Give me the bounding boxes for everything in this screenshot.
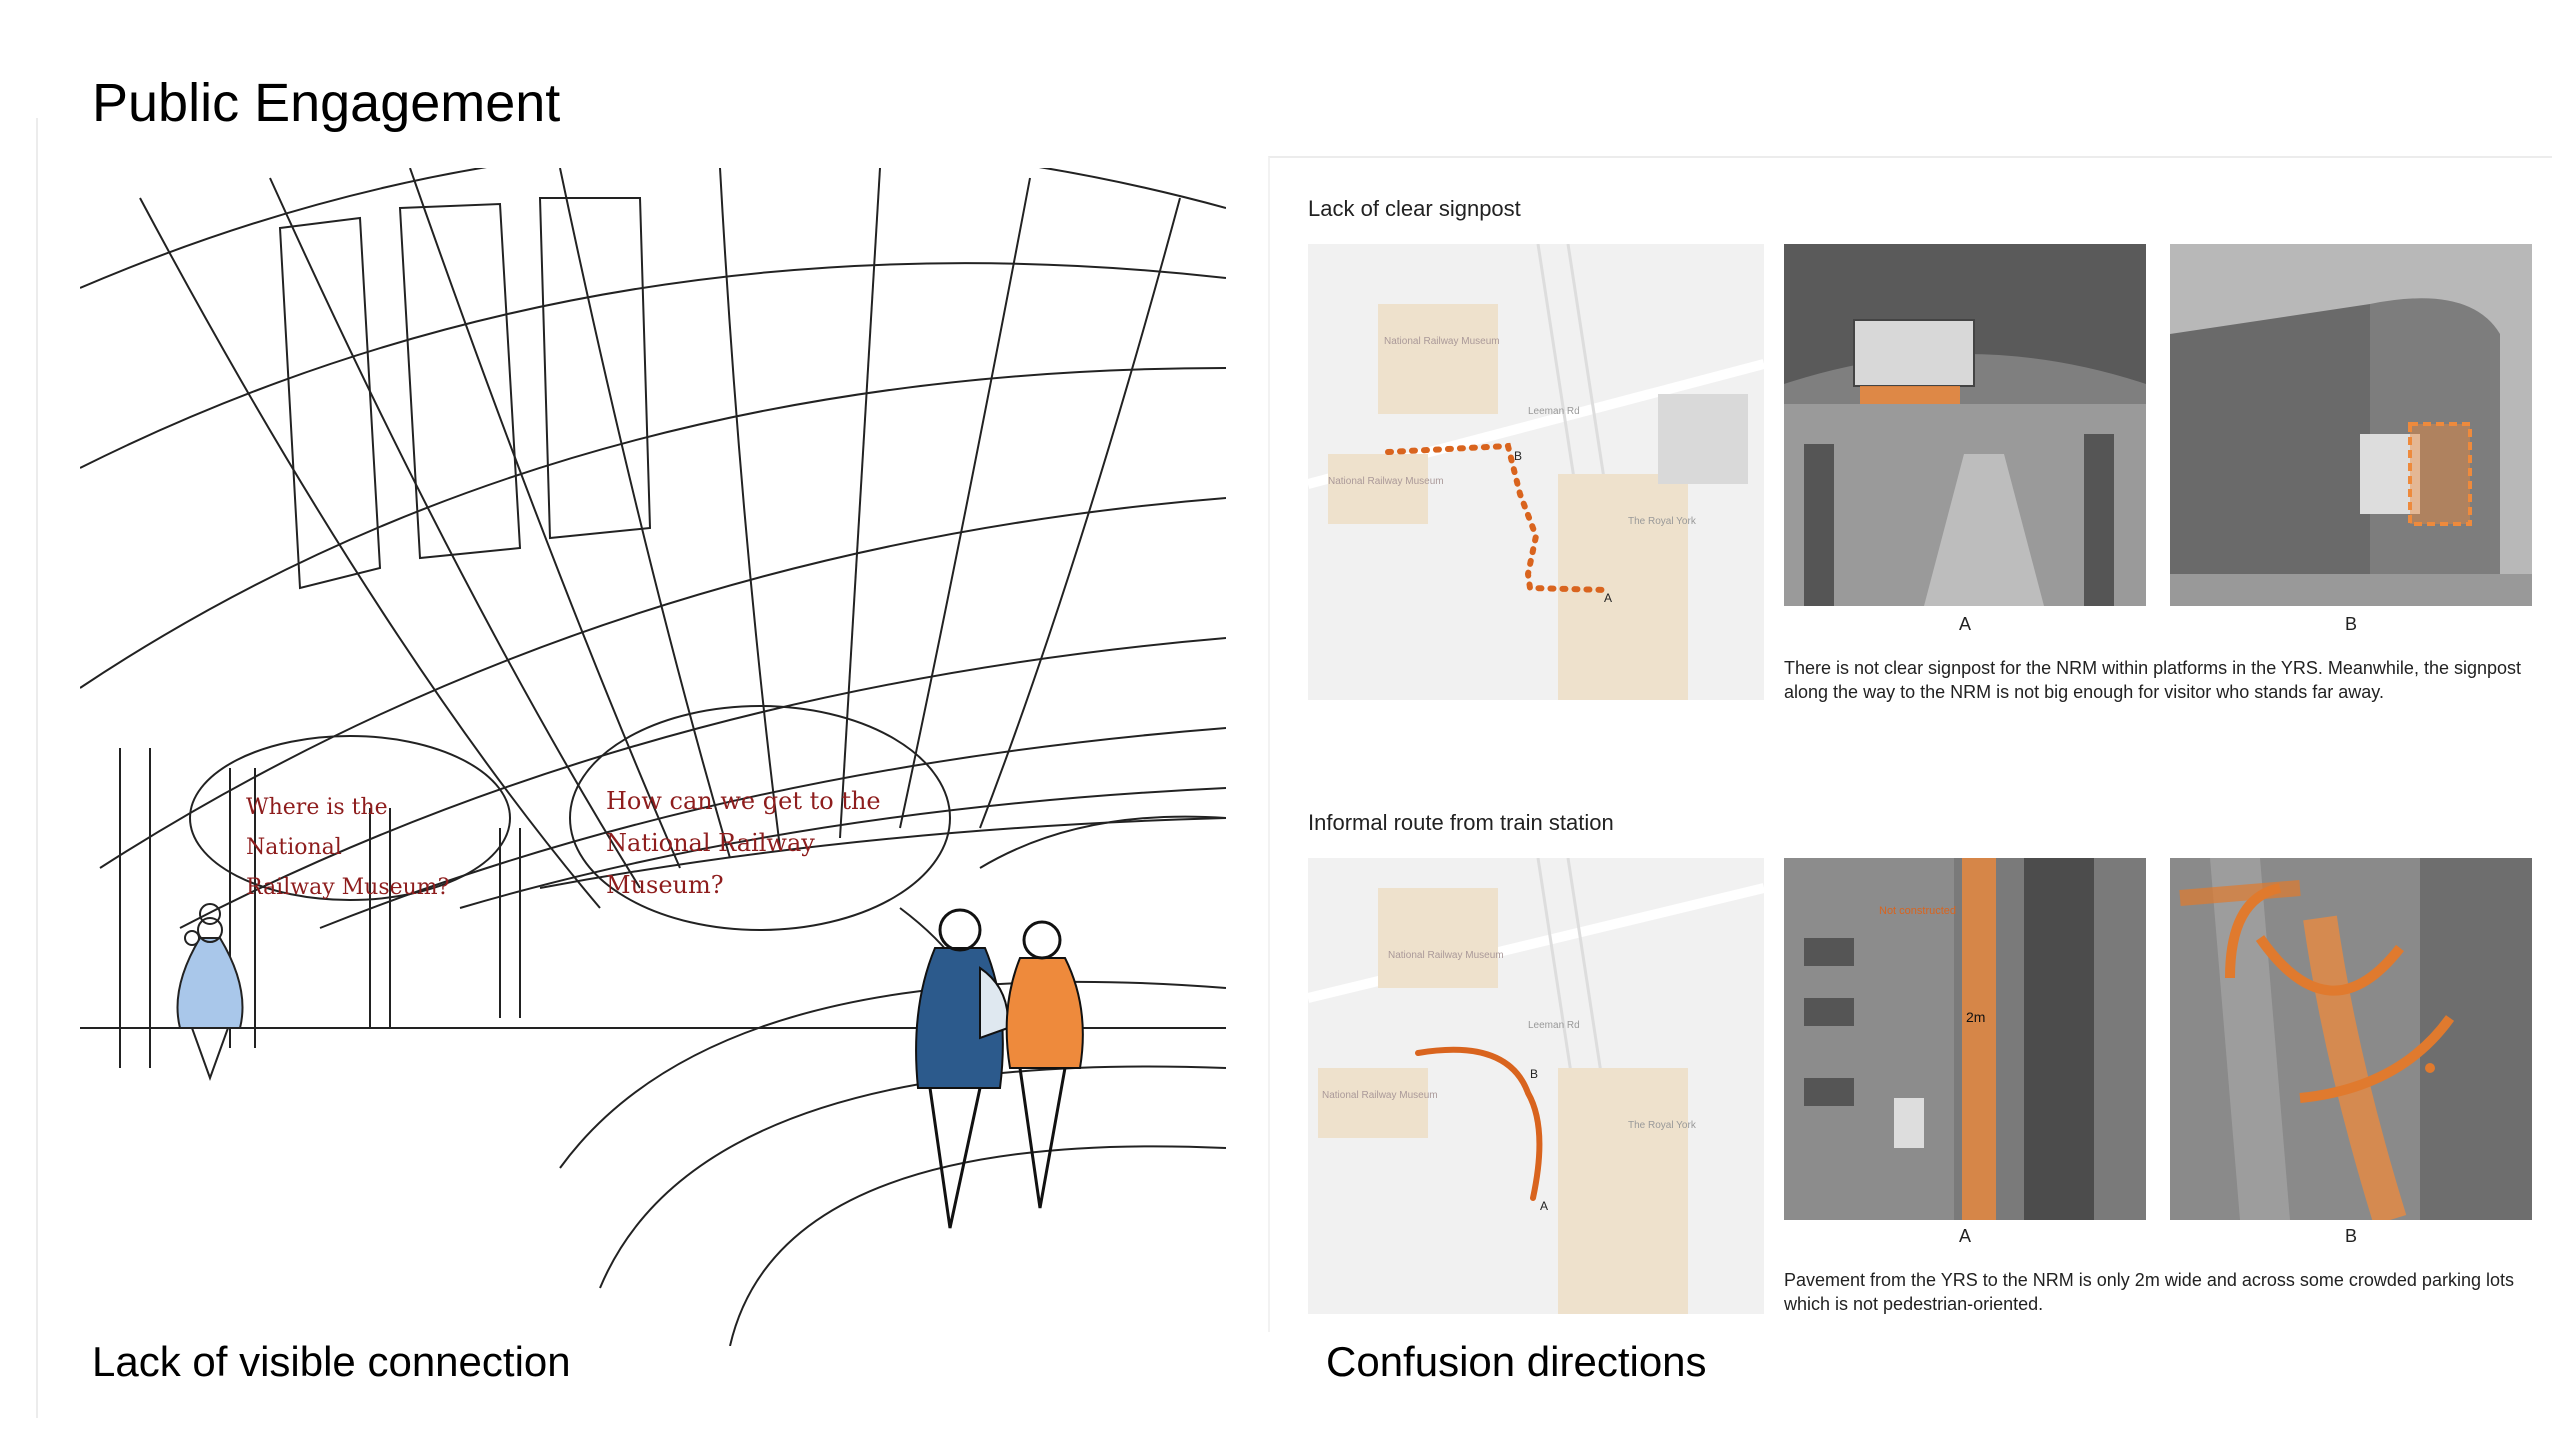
speech-bubble-1: Where is the National Railway Museum? — [246, 795, 450, 900]
svg-text:National Railway Museum: National Railway Museum — [1384, 336, 1500, 347]
photo-b-image — [2170, 244, 2532, 606]
section-1-map: National Railway Museum National Railway… — [1308, 244, 1764, 700]
people-couple — [915, 908, 1084, 1229]
station-sketch: Where is the National Railway Museum? Ho… — [80, 168, 1226, 1346]
section-1-description: There is not clear signpost for the NRM … — [1784, 658, 2522, 702]
section-1-label-a: A — [1958, 614, 1971, 634]
speech-bubble-2: How can we get to the National Railway M… — [606, 787, 881, 899]
section-1-map-drawing: National Railway Museum National Railway… — [1308, 244, 1764, 700]
section-2-title: Informal route from train station — [1308, 810, 1614, 835]
svg-text:National Railway Museum: National Railway Museum — [1328, 476, 1444, 487]
svg-text:National Railway Museum: National Railway Museum — [1322, 1090, 1438, 1101]
svg-text:2m: 2m — [1966, 1009, 1985, 1025]
section-1-photo-a — [1784, 244, 2146, 606]
section-2-description: Pavement from the YRS to the NRM is only… — [1784, 1270, 2514, 1314]
section-2-photo-a: Not constructed 2m — [1784, 858, 2146, 1220]
section-2-map-drawing: National Railway Museum National Railway… — [1308, 858, 1764, 1314]
svg-text:The Royal York: The Royal York — [1628, 1120, 1697, 1131]
svg-text:The Royal York: The Royal York — [1628, 516, 1697, 527]
page-title: Public Engagement — [92, 73, 561, 133]
station-sketch-drawing — [80, 168, 1226, 1346]
caption-left: Lack of visible connection — [92, 1338, 571, 1385]
svg-text:Not constructed: Not constructed — [1879, 905, 1956, 917]
caption-right: Confusion directions — [1326, 1338, 1707, 1385]
aerial-photo-b — [2170, 858, 2532, 1220]
section-2-map: National Railway Museum National Railway… — [1308, 858, 1764, 1314]
left-edge-line — [36, 118, 38, 1418]
aerial-photo-a: Not constructed 2m — [1784, 858, 2146, 1220]
svg-text:Leeman Rd: Leeman Rd — [1528, 406, 1580, 417]
svg-text:Leeman Rd: Leeman Rd — [1528, 1020, 1580, 1031]
svg-text:A: A — [1540, 1199, 1548, 1213]
section-1-label-b: B — [2344, 614, 2357, 634]
section-2-label-a: A — [1958, 1226, 1971, 1246]
photo-a-image — [1784, 244, 2146, 606]
svg-text:A: A — [1604, 591, 1612, 605]
section-2-photo-b — [2170, 858, 2532, 1220]
person-left — [176, 917, 244, 1081]
section-1-photo-b — [2170, 244, 2532, 606]
section-1-title: Lack of clear signpost — [1308, 196, 1521, 221]
section-2-label-b: B — [2344, 1226, 2357, 1246]
svg-text:National Railway Museum: National Railway Museum — [1388, 950, 1504, 961]
analysis-panel: Lack of clear signpost National Railway … — [1268, 156, 2552, 1332]
svg-text:B: B — [1514, 449, 1522, 463]
svg-text:B: B — [1530, 1067, 1538, 1081]
